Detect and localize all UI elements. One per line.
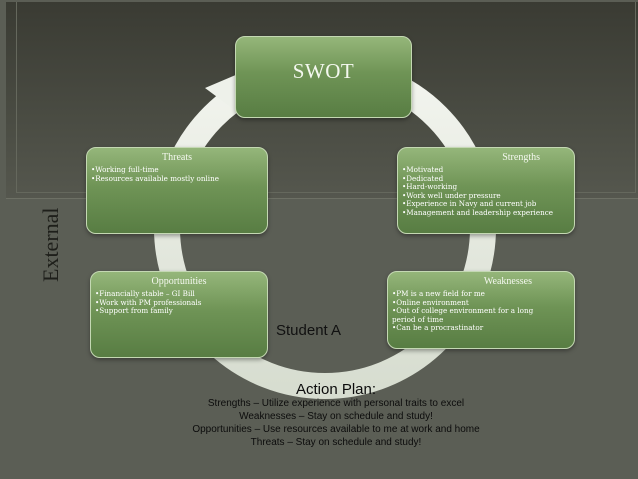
list-item: •Dedicated (402, 173, 444, 183)
threats-box: Threats •Working full-time •Resources av… (86, 147, 268, 234)
strengths-box: Strengths •Motivated •Dedicated •Hard-wo… (397, 147, 575, 234)
action-plan: Action Plan: Strengths – Utilize experie… (170, 382, 502, 449)
action-plan-line: Threats – Stay on schedule and study! (250, 437, 422, 448)
swot-title: SWOT (292, 59, 355, 83)
weaknesses-list: •PM is a new field for me •Online enviro… (388, 289, 574, 333)
list-item: •PM is a new field for me (392, 289, 485, 298)
opportunities-title: Opportunities (151, 276, 207, 287)
list-item: •Working full-time (91, 165, 159, 174)
action-plan-line: Opportunities – Use resources available … (192, 424, 480, 435)
list-item: •Online environment (392, 297, 469, 307)
strengths-list: •Motivated •Dedicated •Hard-working •Wor… (398, 165, 574, 218)
list-item: •Out of college environment for a long (392, 306, 534, 316)
threats-title: Threats (162, 152, 192, 163)
list-item: •Management and leadership experience (402, 207, 554, 217)
action-plan-title: Action Plan: (295, 381, 377, 398)
list-item: •Resources available mostly online (91, 173, 219, 183)
ring-arrow-head (205, 74, 238, 108)
opportunities-box: Opportunities •Financially stable – GI B… (90, 271, 268, 358)
threats-list: •Working full-time •Resources available … (87, 165, 267, 183)
banner-frame (16, 2, 636, 193)
list-item: •Experience in Navy and current job (402, 199, 537, 209)
list-item: •Work well under pressure (402, 190, 501, 200)
swot-center-box: SWOT (235, 36, 412, 118)
list-item: •Motivated (402, 165, 444, 174)
list-item: •Financially stable – GI Bill (95, 289, 195, 298)
cut-off-side-label: al (631, 173, 638, 200)
list-item: •Support from family (95, 306, 173, 316)
action-plan-line: Strengths – Utilize experience with pers… (207, 398, 465, 409)
weaknesses-title: Weaknesses (483, 276, 532, 287)
list-item: period of time (392, 314, 444, 324)
list-item: •Hard-working (402, 182, 458, 192)
opportunities-list: •Financially stable – GI Bill •Work with… (91, 289, 267, 316)
strengths-title: Strengths (502, 152, 540, 163)
list-item: •Work with PM professionals (95, 297, 202, 307)
student-label: Student A (276, 322, 342, 339)
weaknesses-box: Weaknesses •PM is a new field for me •On… (387, 271, 575, 349)
list-item: •Can be a procrastinator (392, 323, 484, 333)
external-label: External (38, 207, 63, 282)
action-plan-line: Weaknesses – Stay on schedule and study! (239, 411, 433, 422)
